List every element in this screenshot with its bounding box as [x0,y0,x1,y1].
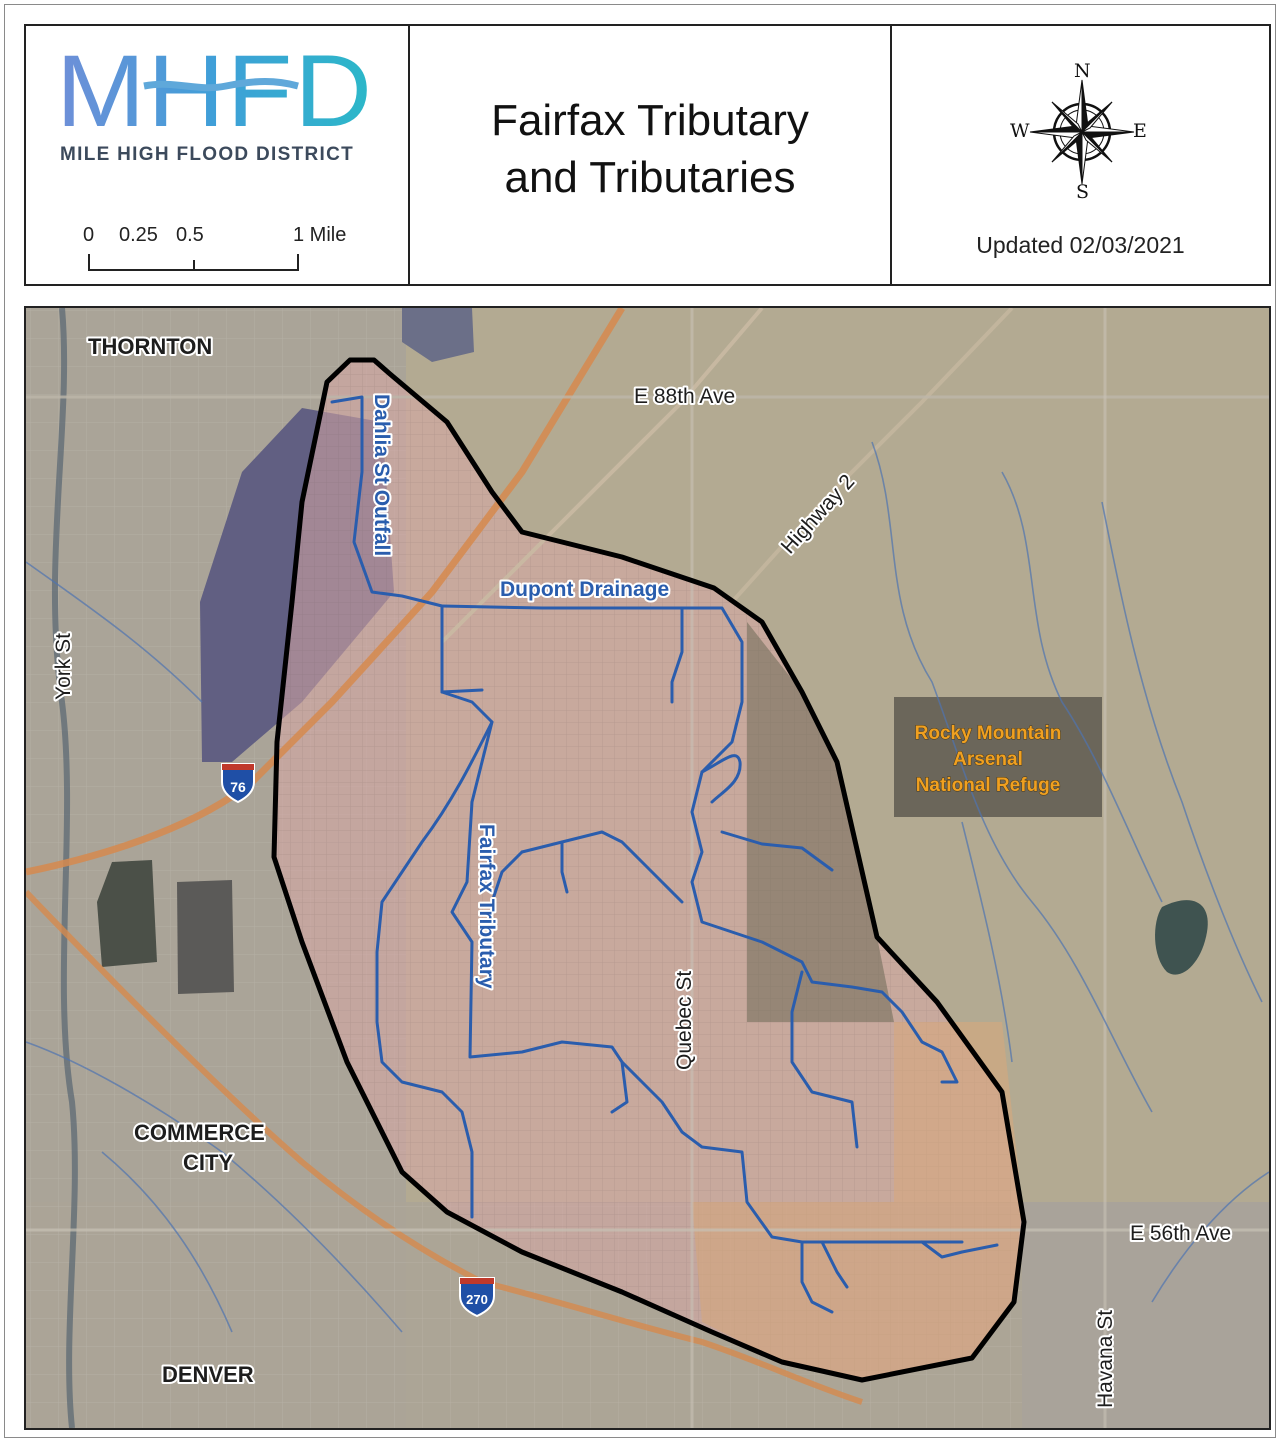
scale-label-0: 0 [83,224,95,246]
label-refuge-line3: National Refuge [916,775,1061,796]
label-thornton: THORNTON [88,334,212,359]
stream-fairfax-west [440,688,484,694]
label-fairfax: Fairfax Tributary [475,824,498,989]
river-west [51,308,78,1428]
label-quebec: Quebec St [673,971,696,1070]
label-e88th: E 88th Ave [634,385,735,408]
stream-central3 [560,840,569,894]
stream-dupont-branch2 [700,754,742,804]
stream-fairfax [440,604,964,1244]
label-commerce: COMMERCE [134,1120,265,1145]
scale-bar [88,254,299,271]
urban-southeast [1022,1202,1269,1428]
i76-shield-label: 76 [230,779,246,795]
stream-east56 [920,1240,999,1259]
org-name: MILE HIGH FLOOD DISTRICT [60,144,355,165]
reservoir-small2 [177,880,234,994]
highway-i270 [26,889,863,1405]
highway-2-north [730,308,1014,604]
map-title-line1: Fairfax Tributary [491,96,809,145]
info-panel: N S E W Updated 02/03/2021 [890,26,1269,284]
compass-n: N [1074,60,1091,82]
compass-w: W [1010,120,1030,142]
stream-east-branch [720,830,834,872]
map-canvas[interactable]: 76 270 THORNTON COMMERCE CITY DENVER E 8… [26,308,1269,1428]
logo-wave-icon [143,78,299,92]
watershed-boundary [271,357,1027,1383]
refuge-area [894,697,1102,817]
scale-bar-labels: 0 0.25 0.5 1 Mile [26,224,408,248]
stream-east-south [790,970,859,1149]
stream-south-branch [610,1060,629,1114]
compass-rose-icon [1029,79,1135,185]
scale-label-1mile: 1 Mile [293,224,347,246]
label-e56th: E 56th Ave [1130,1222,1231,1245]
i76-shield-icon: 76 [221,763,255,804]
stream-dahlia [330,395,444,608]
label-refuge-line2: Arsenal [953,749,1023,770]
mhfd-logo: MHFD [56,34,372,136]
i270-shield-label: 270 [466,1292,488,1307]
updated-date: Updated 02/03/2021 [976,232,1185,258]
scale-label-025: 0.25 [119,224,158,246]
stream-fairfax-west2 [375,720,494,1219]
stream-network [330,395,999,1314]
map-title-line2: and Tributaries [504,153,796,202]
open-land-east [747,622,894,1022]
background-drainage [26,441,1269,1333]
lake-east [1155,900,1208,975]
label-havana: Havana St [1094,1310,1117,1408]
reservoir-small1 [97,860,157,967]
logo-panel: MHFD MILE HIGH FLOOD DISTRICT 0 0.25 0.5… [26,26,408,284]
stream-south-branch2 [800,1240,834,1314]
page-border [4,4,1276,1438]
map-header: MHFD MILE HIGH FLOOD DISTRICT 0 0.25 0.5… [24,24,1271,286]
scale-label-05: 0.5 [176,224,204,246]
map-title: Fairfax Tributary and Tributaries [410,92,890,206]
label-york: York St [52,633,75,700]
label-dupont: Dupont Drainage [500,578,669,601]
label-city: CITY [183,1150,233,1175]
label-refuge-line1: Rocky Mountain [915,723,1062,744]
label-dahlia: Dahlia St Outfall [370,394,393,556]
development-southeast [692,1202,1022,1380]
stream-south-branch3 [820,1240,849,1289]
reservoir-north [402,308,474,362]
stream-dupont-branch1 [670,606,684,704]
map-frame[interactable]: 76 270 THORNTON COMMERCE CITY DENVER E 8… [24,306,1271,1430]
title-panel: Fairfax Tributary and Tributaries [408,26,890,284]
highway-2 [440,308,764,644]
compass-e: E [1133,120,1147,142]
label-denver: DENVER [162,1362,254,1387]
stream-central2 [490,850,524,904]
i270-shield-icon: 270 [459,1277,495,1318]
stream-dupont [440,604,959,1084]
development-south [894,1022,1022,1202]
compass-s: S [1076,181,1090,203]
